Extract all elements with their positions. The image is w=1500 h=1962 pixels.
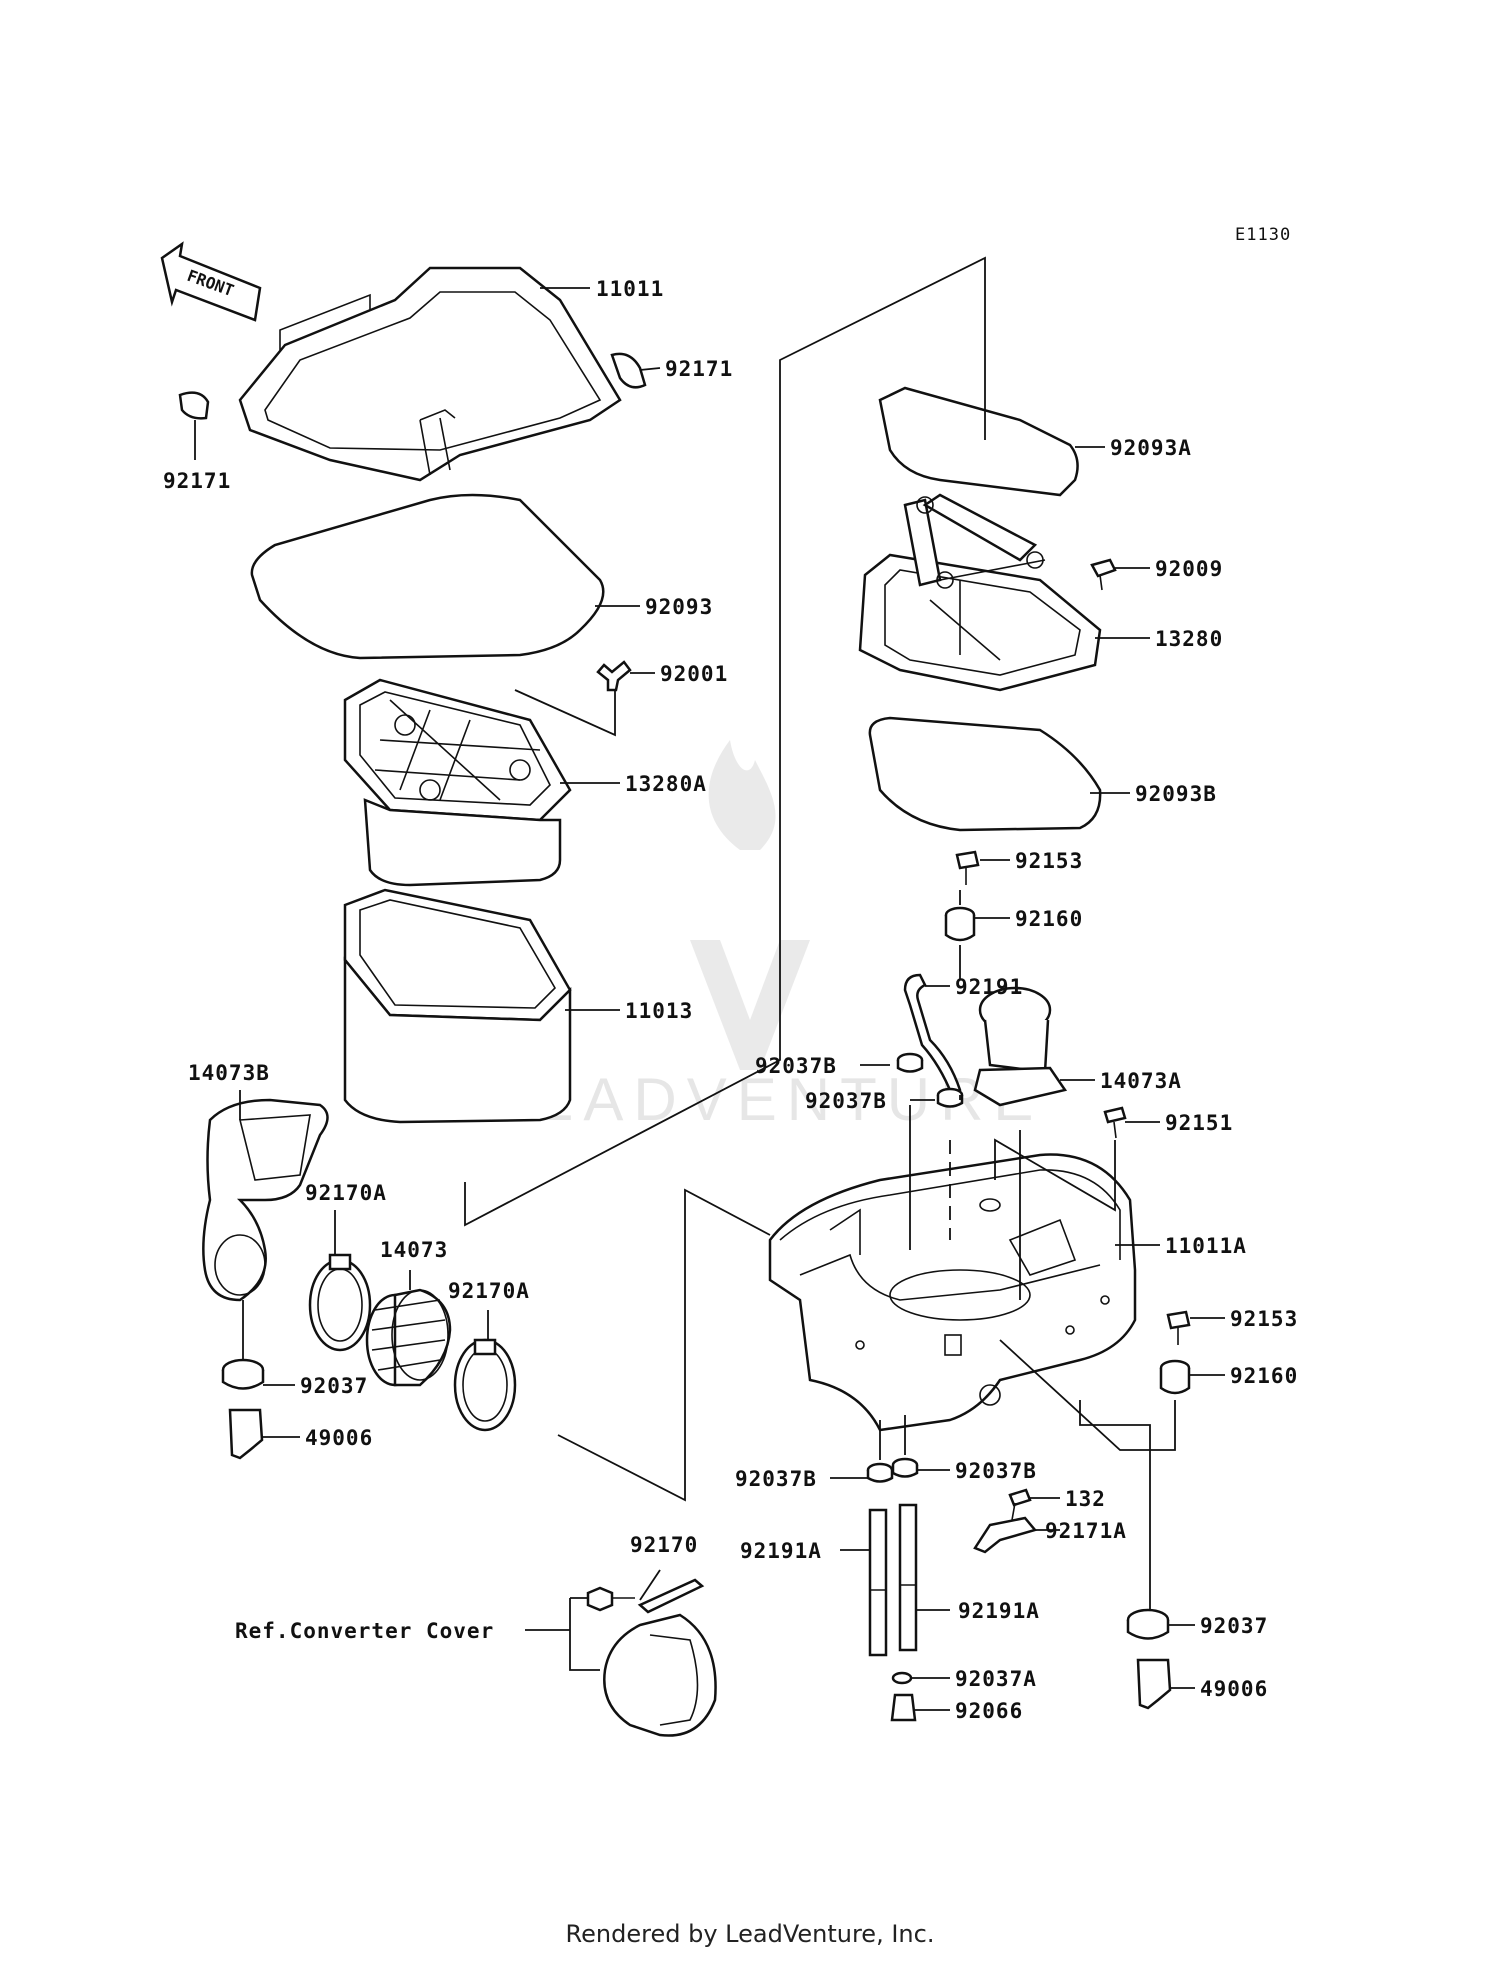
gasket-92093b [868, 716, 1102, 832]
filter-element-11013 [343, 888, 572, 1124]
element-holder-13280a [343, 678, 572, 887]
callout-92037a[interactable]: 92037A [955, 1667, 1037, 1691]
callout-92170a-1[interactable]: 92170A [305, 1181, 387, 1205]
clamp-92037-left [221, 1358, 265, 1390]
air-cleaner-case-11011a [768, 1153, 1137, 1432]
callout-labels: 11011 92171 92171 92093 92001 13280A 110… [163, 277, 1298, 1723]
air-cleaner-cover [238, 266, 622, 482]
rubber-92160-upper [944, 906, 976, 942]
gasket-92093a [878, 386, 1079, 497]
boot-14073a [973, 986, 1068, 1107]
clamp-92170a-2 [453, 1338, 517, 1432]
hose-92191 [903, 973, 962, 1097]
drain-tubes-92191a [868, 1503, 918, 1657]
bolt-92153-upper [955, 850, 980, 885]
callout-92037b-3[interactable]: 92037B [735, 1467, 817, 1491]
callout-11011[interactable]: 11011 [596, 277, 664, 301]
callout-92151[interactable]: 92151 [1165, 1111, 1233, 1135]
callout-49006-left[interactable]: 49006 [305, 1426, 373, 1450]
gasket-92093 [250, 493, 605, 660]
cap-49006-left [228, 1408, 264, 1460]
clip-92037b-1 [896, 1052, 924, 1073]
plug-92066 [890, 1693, 917, 1722]
leader-lines [194, 256, 1225, 1711]
callout-92037b-1[interactable]: 92037B [755, 1054, 837, 1078]
watermark-flame-icon [708, 740, 776, 850]
callout-92093b[interactable]: 92093B [1135, 782, 1217, 806]
callout-92153-upper[interactable]: 92153 [1015, 849, 1083, 873]
clamp-92037-right [1126, 1608, 1170, 1640]
callout-92171-left[interactable]: 92171 [163, 469, 231, 493]
cap-49006-right [1136, 1658, 1172, 1710]
callout-92171a[interactable]: 92171A [1045, 1519, 1127, 1543]
strap-92170 [637, 1578, 705, 1614]
callout-11011a[interactable]: 11011A [1165, 1234, 1247, 1258]
callout-49006-right[interactable]: 49006 [1200, 1677, 1268, 1701]
clip-92037a [891, 1671, 913, 1685]
callout-13280[interactable]: 13280 [1155, 627, 1223, 651]
callout-92037b-2[interactable]: 92037B [805, 1089, 887, 1113]
bolt-92153-lower [1166, 1310, 1191, 1345]
callout-92066[interactable]: 92066 [955, 1699, 1023, 1723]
clamp-92170a-1 [308, 1253, 372, 1352]
wing-bolt-92001 [596, 660, 632, 692]
callout-ref-converter-cover[interactable]: Ref.Converter Cover [235, 1619, 494, 1643]
callout-92170a-2[interactable]: 92170A [448, 1279, 530, 1303]
screw-92151 [1103, 1106, 1127, 1139]
callout-92093a[interactable]: 92093A [1110, 436, 1192, 460]
holder-13280 [858, 493, 1102, 692]
clip-92037b-2 [936, 1087, 964, 1108]
callout-92037-left[interactable]: 92037 [300, 1374, 368, 1398]
callout-92001[interactable]: 92001 [660, 662, 728, 686]
callout-92171-right[interactable]: 92171 [665, 357, 733, 381]
bracket-92171a [973, 1516, 1038, 1554]
clip-92171-right [610, 352, 647, 389]
intake-duct-14073b [202, 1098, 329, 1302]
bolt-132 [1008, 1488, 1032, 1521]
callout-92093[interactable]: 92093 [645, 595, 713, 619]
watermark-v-icon [690, 940, 810, 1070]
callout-92191a-left[interactable]: 92191A [740, 1539, 822, 1563]
callout-92191a-right[interactable]: 92191A [958, 1599, 1040, 1623]
callout-92160-lower[interactable]: 92160 [1230, 1364, 1298, 1388]
clip-92037b-3 [866, 1462, 894, 1483]
render-credit: Rendered by LeadVenture, Inc. [565, 1920, 935, 1948]
callout-14073a[interactable]: 14073A [1100, 1069, 1182, 1093]
coupler-14073 [365, 1288, 452, 1387]
callout-92153-lower[interactable]: 92153 [1230, 1307, 1298, 1331]
clip-92171-left [178, 391, 210, 420]
callout-13280a[interactable]: 13280A [625, 772, 707, 796]
callout-92160-upper[interactable]: 92160 [1015, 907, 1083, 931]
callout-14073[interactable]: 14073 [380, 1238, 448, 1262]
callout-132[interactable]: 132 [1065, 1487, 1106, 1511]
callout-92009[interactable]: 92009 [1155, 557, 1223, 581]
rubber-92160-lower [1159, 1359, 1191, 1395]
callout-11013[interactable]: 11013 [625, 999, 693, 1023]
callout-92191[interactable]: 92191 [955, 975, 1023, 999]
screw-92009 [1090, 558, 1117, 591]
front-arrow-icon: FRONT [160, 241, 262, 322]
callout-92037-right[interactable]: 92037 [1200, 1614, 1268, 1638]
clip-92037b-4 [891, 1457, 919, 1478]
callout-92170[interactable]: 92170 [630, 1533, 698, 1557]
converter-cover [586, 1586, 717, 1737]
callout-14073b[interactable]: 14073B [188, 1061, 270, 1085]
diagram-code: E1130 [1235, 225, 1291, 245]
callout-92037b-4[interactable]: 92037B [955, 1459, 1037, 1483]
